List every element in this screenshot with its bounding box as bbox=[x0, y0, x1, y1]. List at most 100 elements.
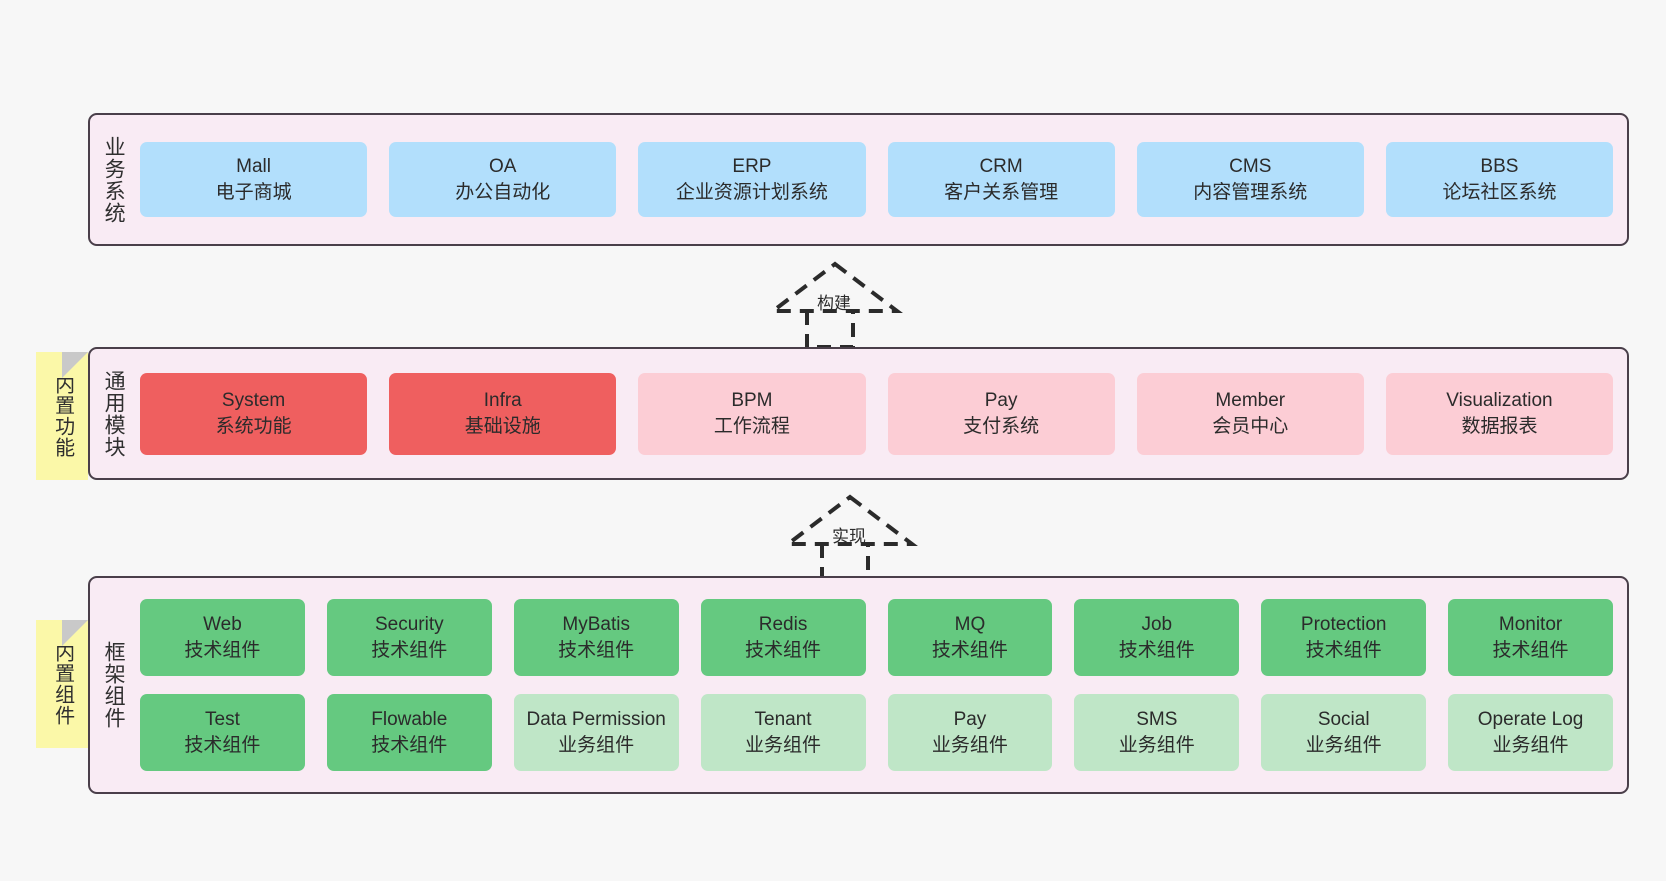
node-subtitle: 会员中心 bbox=[1212, 415, 1289, 437]
node-test[interactable]: Test 技术组件 bbox=[140, 694, 305, 771]
node-subtitle: 业务组件 bbox=[1492, 734, 1569, 756]
node-protection[interactable]: Protection 技术组件 bbox=[1261, 599, 1427, 676]
node-system[interactable]: System 系统功能 bbox=[140, 372, 368, 455]
node-subtitle: 业务组件 bbox=[745, 734, 822, 756]
node-name: Mall bbox=[236, 156, 271, 178]
connector-implement: 实现 bbox=[770, 492, 930, 582]
node-subtitle: 业务组件 bbox=[1305, 734, 1382, 756]
layer-title-business-system: 业务系统 bbox=[102, 135, 126, 224]
node-member[interactable]: Member 会员中心 bbox=[1136, 372, 1364, 455]
node-subtitle: 内容管理系统 bbox=[1193, 181, 1308, 203]
node-sms[interactable]: SMS 业务组件 bbox=[1074, 694, 1240, 771]
node-name: ERP bbox=[732, 156, 772, 178]
node-redis[interactable]: Redis 技术组件 bbox=[700, 599, 866, 676]
node-erp[interactable]: ERP 企业资源计划系统 bbox=[638, 142, 866, 217]
node-name: Pay bbox=[984, 390, 1018, 412]
node-mall[interactable]: Mall 电子商城 bbox=[140, 142, 368, 217]
node-name: Job bbox=[1141, 614, 1173, 636]
node-social[interactable]: Social 业务组件 bbox=[1261, 694, 1427, 771]
node-subtitle: 技术组件 bbox=[931, 639, 1008, 661]
node-name: Security bbox=[374, 614, 444, 636]
node-subtitle: 业务组件 bbox=[931, 734, 1008, 756]
node-subtitle: 数据报表 bbox=[1461, 415, 1538, 437]
node-oa[interactable]: OA 办公自动化 bbox=[389, 142, 617, 217]
node-subtitle: 客户关系管理 bbox=[944, 181, 1059, 203]
node-name: BBS bbox=[1480, 156, 1519, 178]
node-subtitle: 技术组件 bbox=[558, 639, 635, 661]
node-bpm[interactable]: BPM 工作流程 bbox=[638, 372, 866, 455]
node-name: Member bbox=[1215, 390, 1286, 412]
node-name: Web bbox=[203, 614, 242, 636]
node-subtitle: 支付系统 bbox=[963, 415, 1040, 437]
node-row: System 系统功能 Infra 基础设施 BPM 工作流程 Pay 支付系统… bbox=[140, 372, 1614, 455]
note-label: 内置功能 bbox=[51, 374, 74, 458]
node-name: System bbox=[221, 390, 286, 412]
layer-title-common-module: 通用模块 bbox=[102, 369, 126, 458]
node-name: Tenant bbox=[754, 709, 812, 731]
node-name: Visualization bbox=[1446, 390, 1553, 412]
note-builtin-feature: 内置功能 bbox=[36, 352, 88, 480]
node-subtitle: 系统功能 bbox=[215, 415, 292, 437]
node-cms[interactable]: CMS 内容管理系统 bbox=[1136, 142, 1364, 217]
node-subtitle: 基础设施 bbox=[464, 415, 541, 437]
node-subtitle: 工作流程 bbox=[713, 415, 790, 437]
note-label: 内置组件 bbox=[51, 642, 74, 726]
node-name: Protection bbox=[1300, 614, 1387, 636]
node-name: Test bbox=[205, 709, 240, 731]
node-operate-log[interactable]: Operate Log 业务组件 bbox=[1448, 694, 1613, 771]
node-name: MyBatis bbox=[562, 614, 630, 636]
node-name: CMS bbox=[1229, 156, 1272, 178]
layer-title-framework-component: 框架组件 bbox=[102, 641, 126, 729]
connector-build: 构建 bbox=[755, 259, 915, 349]
node-monitor[interactable]: Monitor 技术组件 bbox=[1448, 599, 1613, 676]
node-bbs[interactable]: BBS 论坛社区系统 bbox=[1385, 142, 1614, 217]
node-mq[interactable]: MQ 技术组件 bbox=[887, 599, 1053, 676]
node-name: Data Permission bbox=[526, 709, 666, 731]
node-row: Mall 电子商城 OA 办公自动化 ERP 企业资源计划系统 CRM 客户关系… bbox=[140, 142, 1614, 217]
node-name: Redis bbox=[758, 614, 808, 636]
node-subtitle: 技术组件 bbox=[1118, 639, 1195, 661]
node-subtitle: 技术组件 bbox=[1305, 639, 1382, 661]
node-name: Infra bbox=[483, 390, 522, 412]
node-job[interactable]: Job 技术组件 bbox=[1074, 599, 1240, 676]
node-pay[interactable]: Pay 支付系统 bbox=[887, 372, 1115, 455]
node-name: CRM bbox=[979, 156, 1023, 178]
node-subtitle: 技术组件 bbox=[371, 639, 448, 661]
layer-common-module: 通用模块 System 系统功能 Infra 基础设施 BPM 工作流程 Pay… bbox=[88, 347, 1629, 480]
node-name: BPM bbox=[731, 390, 773, 412]
layer-body-common-module: System 系统功能 Infra 基础设施 BPM 工作流程 Pay 支付系统… bbox=[136, 349, 1627, 478]
node-subtitle: 业务组件 bbox=[1118, 734, 1195, 756]
node-subtitle: 企业资源计划系统 bbox=[675, 181, 828, 203]
node-pay-component[interactable]: Pay 业务组件 bbox=[887, 694, 1053, 771]
node-subtitle: 电子商城 bbox=[215, 181, 292, 203]
node-name: MQ bbox=[954, 614, 986, 636]
connector-implement-label: 实现 bbox=[832, 527, 866, 546]
node-infra[interactable]: Infra 基础设施 bbox=[389, 372, 617, 455]
note-builtin-component: 内置组件 bbox=[36, 620, 88, 748]
node-security[interactable]: Security 技术组件 bbox=[326, 599, 492, 676]
node-name: Operate Log bbox=[1477, 709, 1584, 731]
layer-framework-component: 框架组件 Web 技术组件 Security 技术组件 MyBatis 技术组件… bbox=[88, 576, 1629, 794]
node-subtitle: 技术组件 bbox=[184, 734, 261, 756]
generalization-arrow-icon bbox=[782, 494, 918, 582]
node-row: Web 技术组件 Security 技术组件 MyBatis 技术组件 Redi… bbox=[140, 599, 1613, 676]
node-mybatis[interactable]: MyBatis 技术组件 bbox=[513, 599, 679, 676]
node-name: SMS bbox=[1136, 709, 1178, 731]
connector-build-label: 构建 bbox=[817, 294, 851, 313]
node-row: Test 技术组件 Flowable 技术组件 Data Permission … bbox=[140, 694, 1613, 771]
node-subtitle: 论坛社区系统 bbox=[1442, 181, 1557, 203]
node-visualization[interactable]: Visualization 数据报表 bbox=[1385, 372, 1614, 455]
node-name: OA bbox=[489, 156, 517, 178]
node-data-permission[interactable]: Data Permission 业务组件 bbox=[513, 694, 679, 771]
node-subtitle: 技术组件 bbox=[371, 734, 448, 756]
node-subtitle: 业务组件 bbox=[558, 734, 635, 756]
layer-body-framework-component: Web 技术组件 Security 技术组件 MyBatis 技术组件 Redi… bbox=[136, 578, 1627, 792]
node-flowable[interactable]: Flowable 技术组件 bbox=[326, 694, 492, 771]
node-name: Monitor bbox=[1498, 614, 1563, 636]
node-tenant[interactable]: Tenant 业务组件 bbox=[700, 694, 866, 771]
node-crm[interactable]: CRM 客户关系管理 bbox=[887, 142, 1115, 217]
node-web[interactable]: Web 技术组件 bbox=[140, 599, 305, 676]
layer-body-business-system: Mall 电子商城 OA 办公自动化 ERP 企业资源计划系统 CRM 客户关系… bbox=[136, 115, 1627, 244]
generalization-arrow-icon bbox=[767, 261, 903, 349]
